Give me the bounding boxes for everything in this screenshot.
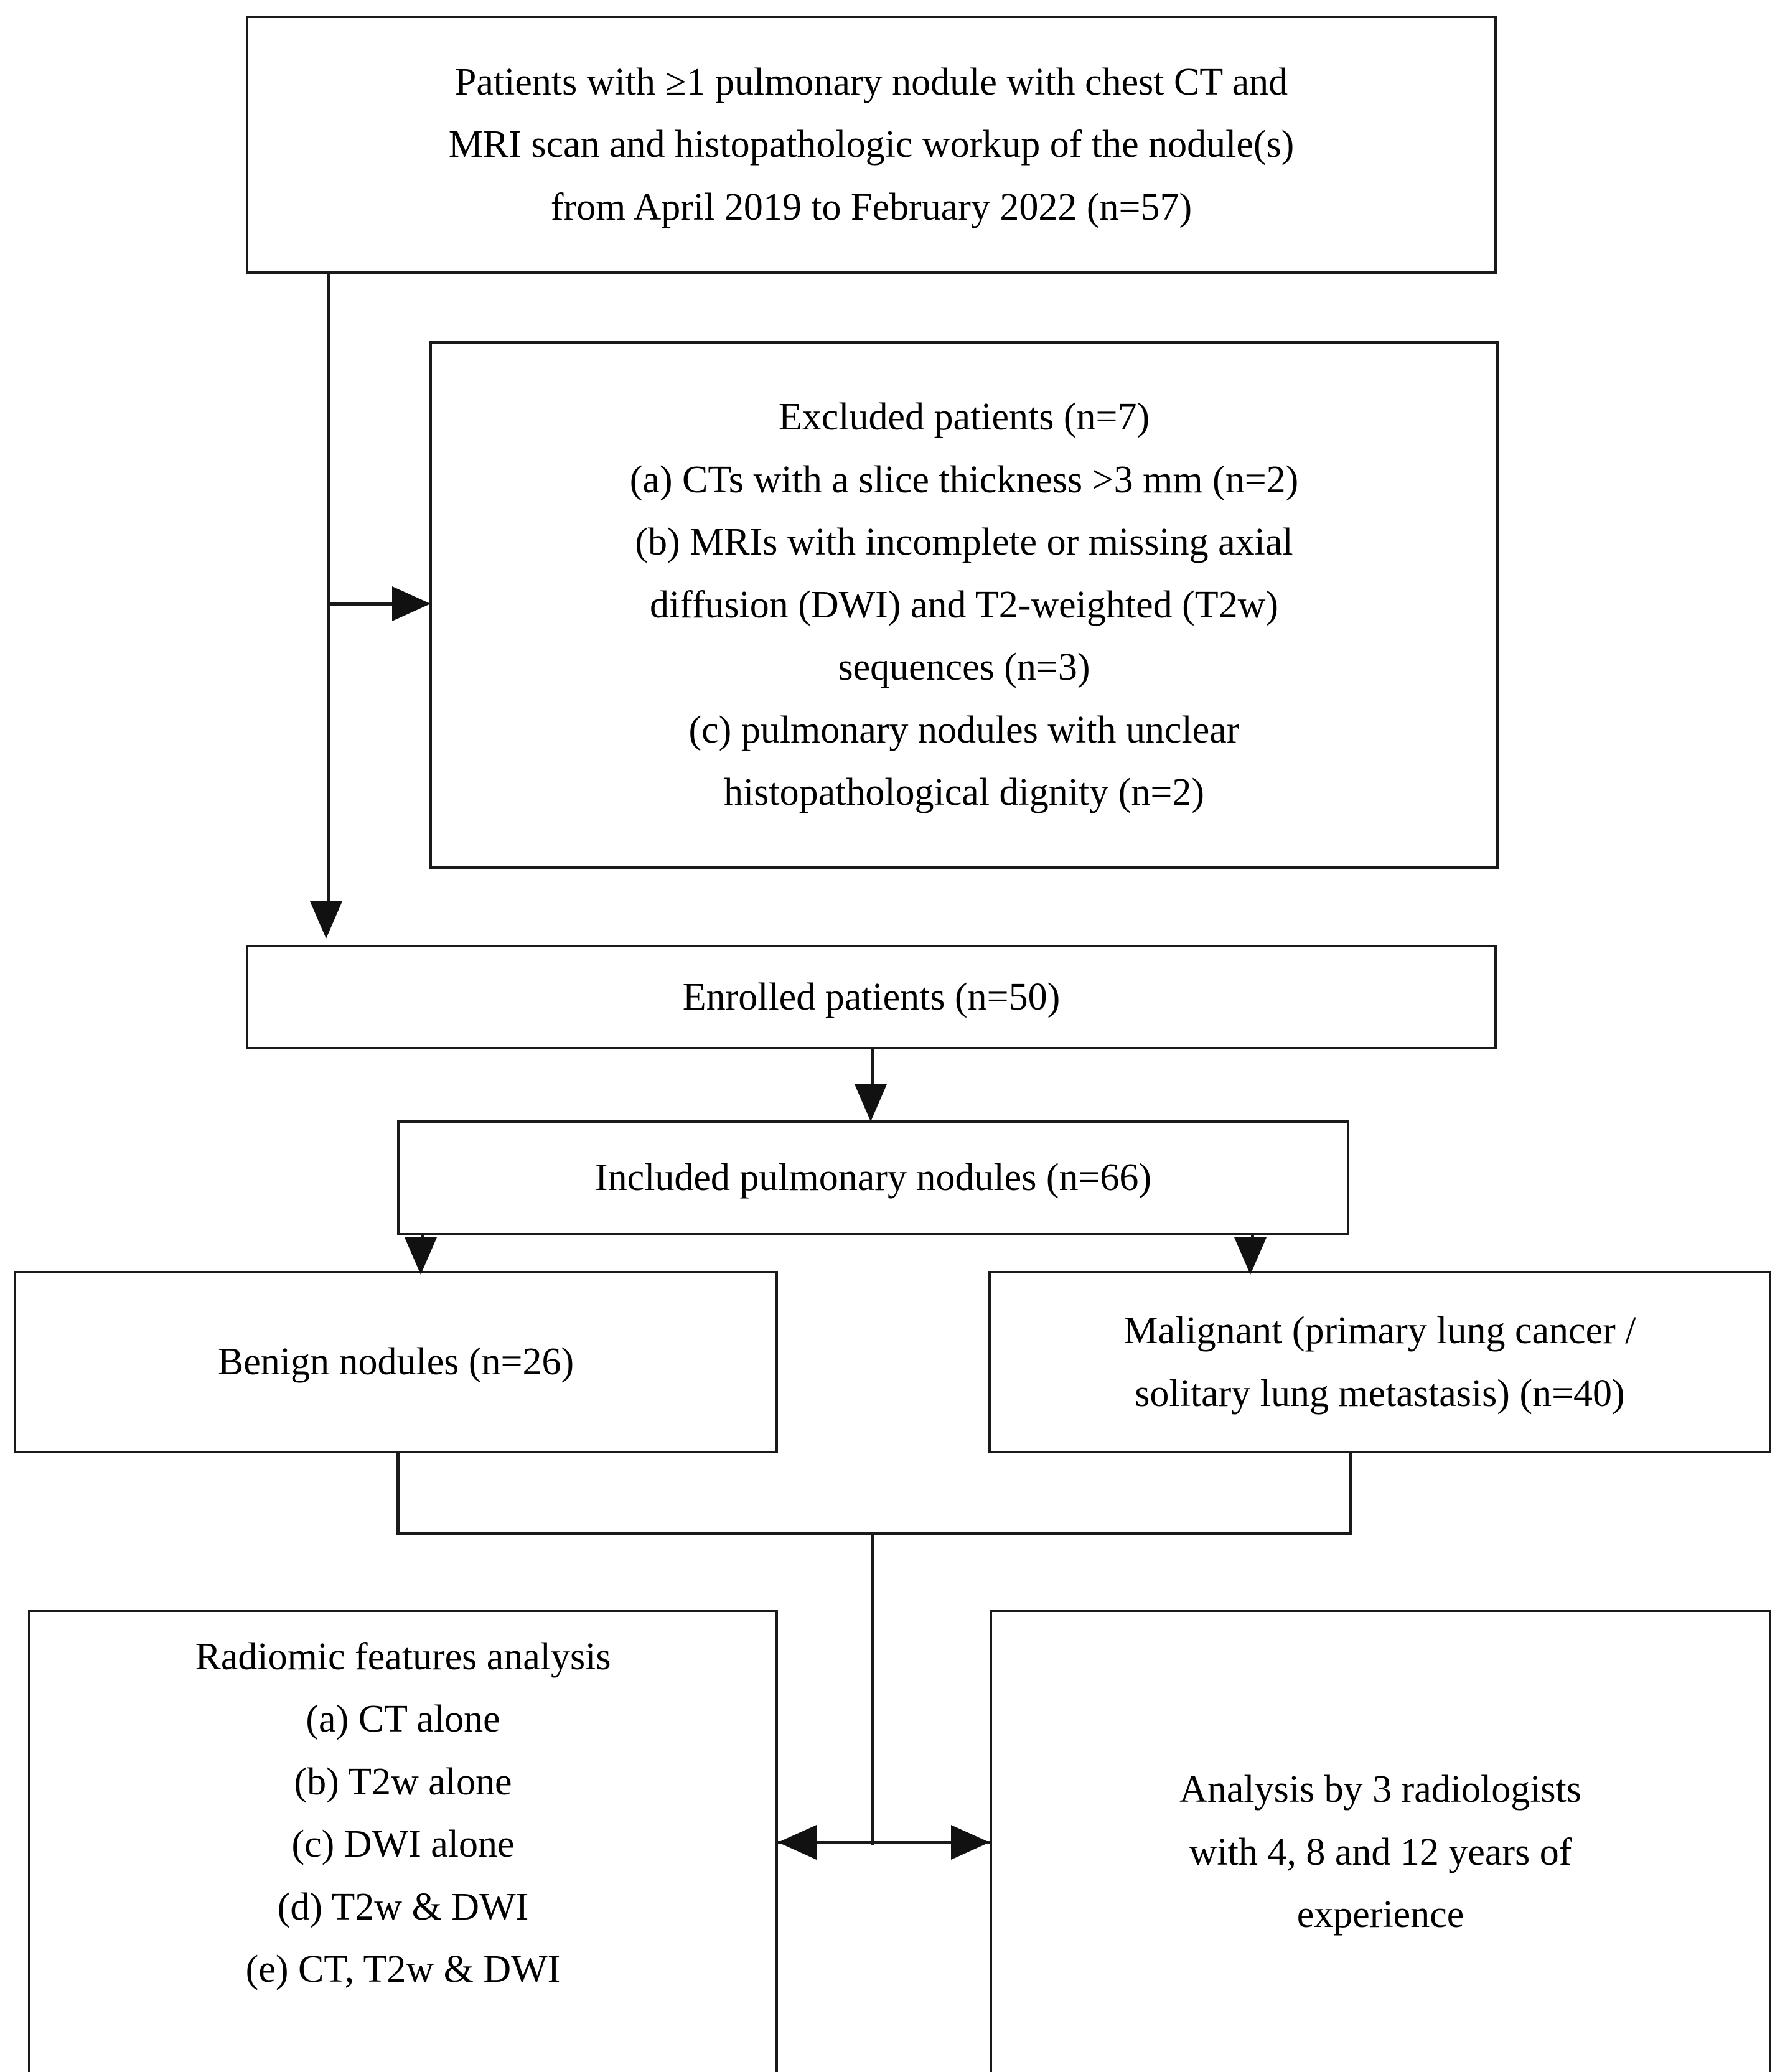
connector-bracket-bar	[396, 1532, 1352, 1535]
node-line: (b) T2w alone	[294, 1760, 512, 1803]
arrow-left-icon	[778, 1825, 817, 1860]
connector-source-to-excluded-line	[327, 602, 400, 606]
node-line: (b) MRIs with incomplete or missing axia…	[635, 521, 1293, 564]
node-line: Included pulmonary nodules (n=66)	[594, 1156, 1152, 1199]
connector-bracket-descender	[871, 1535, 874, 1845]
node-included-nodules: Included pulmonary nodules (n=66)	[397, 1120, 1349, 1235]
arrow-down-icon	[1234, 1237, 1267, 1275]
arrow-right-icon	[392, 586, 431, 621]
node-line: Radiomic features analysis	[195, 1636, 611, 1678]
node-line: Excluded patients (n=7)	[778, 396, 1150, 439]
node-line: from April 2019 to February 2022 (n=57)	[550, 185, 1192, 228]
node-line: (d) T2w & DWI	[277, 1885, 529, 1928]
connector-source-to-enrolled-line	[327, 274, 330, 902]
arrow-down-icon	[405, 1237, 437, 1275]
node-line: Patients with ≥1 pulmonary nodule with c…	[454, 60, 1288, 103]
arrow-right-icon	[951, 1825, 990, 1860]
arrow-down-icon	[855, 1084, 887, 1122]
connector-radiomic-readers-bar	[778, 1841, 990, 1844]
connector-enrolled-to-included-line	[871, 1049, 874, 1088]
node-line: (a) CT alone	[306, 1698, 500, 1741]
node-line: solitary lung metastasis) (n=40)	[1135, 1372, 1625, 1415]
node-line: histopathological dignity (n=2)	[724, 771, 1204, 814]
node-line: Analysis by 3 radiologists	[1179, 1768, 1581, 1811]
node-line: Benign nodules (n=26)	[217, 1341, 574, 1384]
node-line: (e) CT, T2w & DWI	[245, 1948, 561, 1991]
node-source-population: Patients with ≥1 pulmonary nodule with c…	[246, 16, 1497, 274]
node-benign-nodules: Benign nodules (n=26)	[14, 1271, 778, 1453]
node-line: (a) CTs with a slice thickness >3 mm (n=…	[629, 458, 1299, 501]
node-line: (c) DWI alone	[291, 1823, 515, 1866]
node-line: MRI scan and histopathologic workup of t…	[448, 123, 1295, 166]
node-line: with 4, 8 and 12 years of	[1189, 1831, 1572, 1873]
node-excluded-patients: Excluded patients (n=7) (a) CTs with a s…	[429, 341, 1499, 869]
connector-malignant-bracket-stem	[1349, 1453, 1352, 1534]
node-line: experience	[1296, 1893, 1464, 1936]
node-radiologist-analysis: Analysis by 3 radiologists with 4, 8 and…	[990, 1610, 1771, 2072]
node-radiomic-features-analysis: Radiomic features analysis (a) CT alone …	[28, 1610, 778, 2072]
arrow-down-icon	[310, 901, 342, 939]
node-line: sequences (n=3)	[838, 646, 1090, 689]
node-line: Enrolled patients (n=50)	[682, 975, 1061, 1018]
node-line: (c) pulmonary nodules with unclear	[688, 708, 1240, 751]
node-malignant-nodules: Malignant (primary lung cancer / solitar…	[988, 1271, 1771, 1453]
connector-benign-bracket-stem	[396, 1453, 400, 1534]
node-enrolled-patients: Enrolled patients (n=50)	[246, 945, 1497, 1049]
node-line: diffusion (DWI) and T2-weighted (T2w)	[649, 583, 1279, 626]
node-line: Malignant (primary lung cancer /	[1123, 1310, 1636, 1352]
